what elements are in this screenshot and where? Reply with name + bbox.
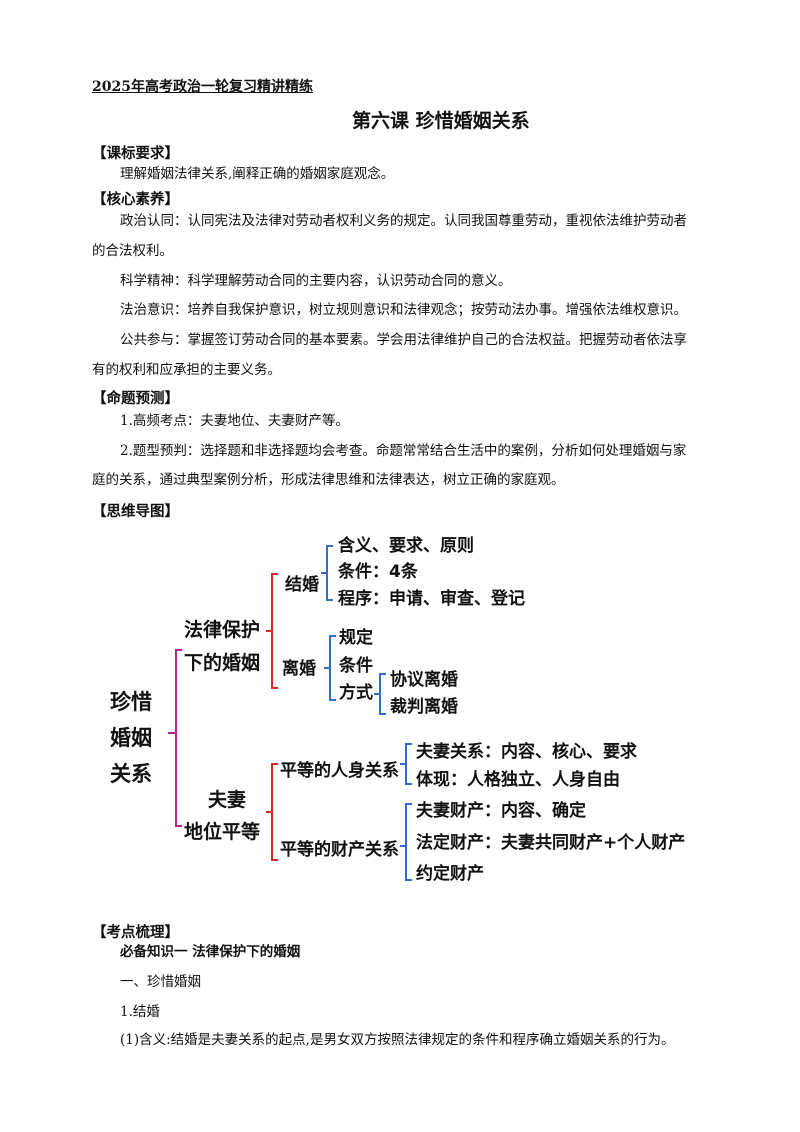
personal-brace bbox=[400, 743, 412, 785]
core-para-3: 法治意识：培养自我保护意识，树立规则意识和法律观念；按劳动法办事。增强依法维权意… bbox=[120, 302, 687, 318]
knowledge-1-title: 必备知识一 法律保护下的婚姻 bbox=[120, 944, 301, 960]
personal-item-2: 体现：人格独立、人身自由 bbox=[416, 769, 620, 790]
personal-label: 平等的人身关系 bbox=[280, 760, 399, 781]
core-para-1: 政治认同：认同宪法及法律对劳动者权利义务的规定。认同我国尊重劳动，重视依法维护劳… bbox=[120, 213, 687, 229]
root-label-2: 婚姻 bbox=[110, 726, 152, 750]
ways-brace bbox=[374, 673, 386, 715]
divorce-item-3: 方式 bbox=[339, 682, 373, 703]
curriculum-text: 理解婚姻法律关系,阐释正确的婚姻家庭观念。 bbox=[120, 166, 395, 182]
divorce-label: 离婚 bbox=[282, 658, 316, 679]
points-heading: 【考点梳理】 bbox=[92, 924, 179, 941]
marriage-item-3: 程序：申请、审查、登记 bbox=[338, 588, 525, 609]
series-title: 2025年高考政治一轮复习精讲精练 bbox=[92, 79, 313, 95]
equality-brace bbox=[266, 763, 278, 861]
forecast-para-1: 1.高频考点：夫妻地位、夫妻财产等。 bbox=[120, 413, 349, 429]
sub-heading-1: 一、珍惜婚姻 bbox=[120, 974, 201, 990]
branch2-label-2: 地位平等 bbox=[184, 820, 260, 843]
law-brace bbox=[266, 573, 278, 689]
core-heading: 【核心素养】 bbox=[92, 191, 179, 208]
divorce-item-1: 规定 bbox=[339, 627, 373, 648]
property-item-3: 约定财产 bbox=[416, 863, 484, 884]
item-1-title: 1.结婚 bbox=[120, 1004, 160, 1020]
forecast-para-2: 2.题型预判：选择题和非选择题均会考查。命题常常结合生活中的案例，分析如何处理婚… bbox=[120, 443, 687, 459]
lesson-title: 第六课 珍惜婚姻关系 bbox=[352, 110, 530, 132]
marriage-item-2: 条件：4条 bbox=[337, 561, 419, 582]
branch1-label-1: 法律保护 bbox=[184, 618, 260, 641]
curriculum-heading: 【课标要求】 bbox=[92, 145, 179, 162]
divorce-way-2: 裁判离婚 bbox=[390, 696, 458, 717]
marriage-brace bbox=[321, 545, 333, 601]
core-para-2: 科学精神：科学理解劳动合同的主要内容，认识劳动合同的意义。 bbox=[120, 273, 512, 289]
core-para-4-cont: 有的权利和应承担的主要义务。 bbox=[92, 362, 281, 378]
divorce-item-2: 条件 bbox=[338, 655, 373, 676]
marriage-label: 结婚 bbox=[285, 574, 319, 595]
root-brace bbox=[168, 649, 182, 827]
mindmap-heading: 【思维导图】 bbox=[92, 503, 179, 520]
divorce-brace bbox=[324, 635, 336, 701]
divorce-way-1: 协议离婚 bbox=[390, 669, 458, 690]
root-label-3: 关系 bbox=[110, 762, 152, 786]
core-para-1-cont: 的合法权利。 bbox=[92, 243, 173, 259]
property-brace bbox=[400, 803, 412, 881]
item-1-1: (1)含义:结婚是夫妻关系的起点,是男女双方按照法律规定的条件和程序确立婚姻关系… bbox=[120, 1032, 675, 1048]
personal-item-1: 夫妻关系：内容、核心、要求 bbox=[416, 741, 637, 762]
branch1-label-2: 下的婚姻 bbox=[184, 651, 260, 674]
forecast-para-2-cont: 庭的关系，通过典型案例分析，形成法律思维和法律表达，树立正确的家庭观。 bbox=[92, 472, 565, 488]
property-label: 平等的财产关系 bbox=[280, 839, 399, 860]
root-label-1: 珍惜 bbox=[110, 690, 152, 714]
marriage-item-1: 含义、要求、原则 bbox=[338, 535, 474, 556]
property-item-1: 夫妻财产：内容、确定 bbox=[416, 800, 586, 821]
forecast-heading: 【命题预测】 bbox=[92, 390, 179, 407]
branch2-label-1: 夫妻 bbox=[208, 788, 246, 811]
property-item-2: 法定财产：夫妻共同财产+个人财产 bbox=[416, 832, 685, 853]
core-para-4: 公共参与：掌握签订劳动合同的基本要素。学会用法律维护自己的合法权益。把握劳动者依… bbox=[120, 332, 687, 348]
